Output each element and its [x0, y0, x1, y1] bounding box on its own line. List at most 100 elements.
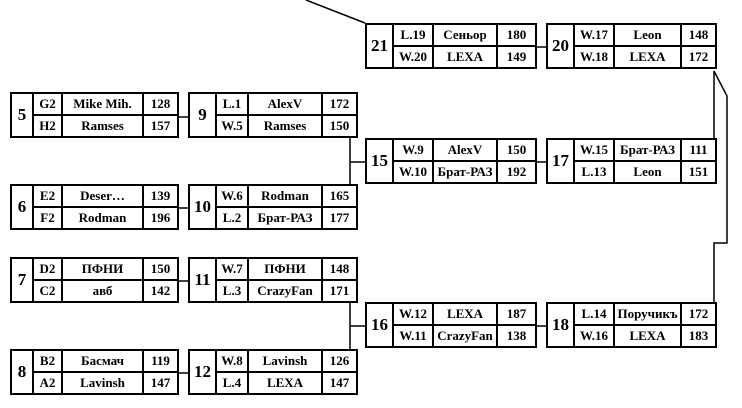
player-name: Ramses [63, 116, 144, 136]
slot-source: W.16 [575, 326, 615, 346]
match-number: 11 [190, 259, 217, 301]
slot-source: W.7 [217, 259, 249, 279]
player-name: Ramses [249, 116, 323, 136]
match-number: 10 [190, 186, 217, 228]
player-name: Rodman [249, 186, 323, 206]
slot-source: W.15 [575, 140, 615, 160]
player-score: 119 [151, 353, 170, 368]
player-score: 172 [329, 96, 350, 111]
match-number: 9 [190, 94, 217, 136]
player-score: 187 [506, 306, 527, 321]
player-score: 111 [689, 142, 708, 157]
player-name: LEXA [615, 326, 682, 346]
player-score: 157 [150, 118, 171, 133]
player-name: Брат-РАЗ [434, 162, 498, 182]
player-score: 192 [506, 164, 527, 179]
player-score: 150 [506, 142, 527, 157]
player-score: 165 [329, 188, 350, 203]
slot-source: F2 [34, 208, 63, 228]
slot-source: L.13 [575, 162, 615, 182]
player-score: 148 [688, 27, 709, 42]
player-name: LEXA [434, 47, 498, 67]
player-name: авб [63, 281, 144, 301]
player-score: 128 [150, 96, 171, 111]
slot-source: W.11 [394, 326, 434, 346]
player-name: Басмач [63, 351, 144, 371]
slot-source: L.19 [394, 25, 434, 45]
player-name: Deser… [63, 186, 144, 206]
player-name: ПФНИ [63, 259, 144, 279]
player-score: 150 [329, 118, 350, 133]
player-name: Mike Mih. [63, 94, 144, 114]
match-number: 21 [367, 25, 394, 67]
slot-source: A2 [34, 373, 63, 393]
slot-source: W.17 [575, 25, 615, 45]
player-score: 139 [150, 188, 171, 203]
player-name: CrazyFan [434, 326, 498, 346]
slot-source: W.8 [217, 351, 249, 371]
slot-source: H2 [34, 116, 63, 136]
player-score: 183 [688, 328, 709, 343]
player-score: 147 [329, 375, 350, 390]
player-score: 180 [506, 27, 527, 42]
player-name: Leon [615, 25, 682, 45]
player-name: Брат-РАЗ [249, 208, 323, 228]
slot-source: W.20 [394, 47, 434, 67]
player-score: 142 [150, 283, 171, 298]
match-number: 17 [548, 140, 575, 182]
slot-source: D2 [34, 259, 63, 279]
player-name: LEXA [249, 373, 323, 393]
player-score: 147 [150, 375, 171, 390]
slot-source: E2 [34, 186, 63, 206]
player-name: AlexV [249, 94, 323, 114]
player-name: Lavinsh [249, 351, 323, 371]
match-number: 16 [367, 304, 394, 346]
match-number: 6 [12, 186, 34, 228]
player-name: Rodman [63, 208, 144, 228]
player-name: CrazyFan [249, 281, 323, 301]
player-name: Брат-РАЗ [615, 140, 682, 160]
player-score: 148 [329, 261, 350, 276]
slot-source: L.1 [217, 94, 249, 114]
player-name: ПФНИ [249, 259, 323, 279]
player-name: Сеньор [434, 25, 498, 45]
slot-source: W.5 [217, 116, 249, 136]
player-score: 150 [150, 261, 171, 276]
player-score: 177 [329, 210, 350, 225]
match-number: 7 [12, 259, 34, 301]
match-number: 20 [548, 25, 575, 67]
slot-source: C2 [34, 281, 63, 301]
slot-source: B2 [34, 351, 63, 371]
